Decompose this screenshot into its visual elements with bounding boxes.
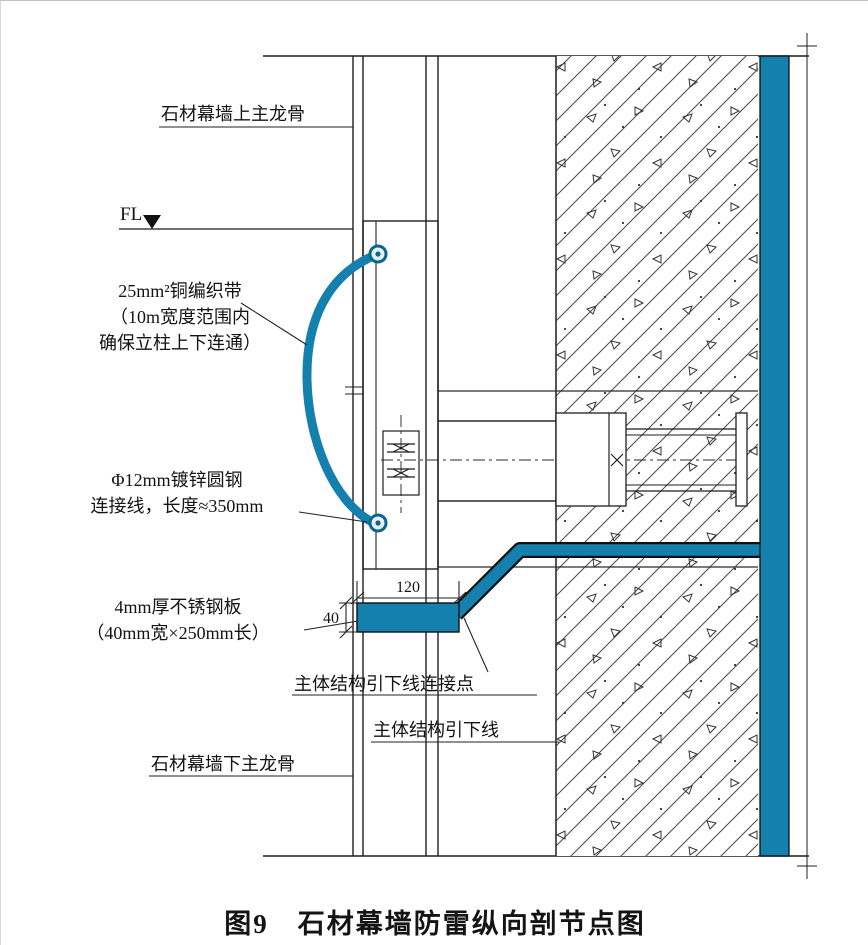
label-lower-main-keel: 石材幕墙下主龙骨	[151, 754, 295, 774]
bracket-arm	[381, 420, 746, 502]
braid-terminal-top	[368, 244, 388, 264]
stainless-steel-plate	[356, 602, 460, 633]
dimension-120-text: 120	[396, 579, 420, 596]
leader-lines	[149, 126, 559, 777]
label-galvanized-rod: Φ12mm镀锌圆钢 连接线，长度≈350mm	[51, 467, 303, 519]
label-copper-braid: 25mm²铜编织带 （10m宽度范围内 确保立柱上下连通）	[59, 278, 301, 356]
dimension-40-lines	[339, 596, 357, 639]
grid-line	[797, 33, 817, 879]
floor-slab-lines	[438, 390, 758, 568]
embed-anchor-assembly	[555, 412, 748, 507]
fl-level-line	[119, 215, 353, 230]
braid-terminal-bottom	[368, 513, 388, 533]
label-galvanized-rod-line2: 连接线，长度≈350mm	[90, 496, 264, 516]
connector-strip	[450, 542, 763, 620]
label-copper-braid-line2: （10m宽度范围内	[109, 307, 250, 327]
dimension-120-lines	[350, 581, 467, 605]
label-steel-plate-line2: （40mm宽×250mm长）	[86, 623, 270, 643]
figure-title: 图9 石材幕墙防雷纵向剖节点图	[224, 909, 646, 939]
dimension-40-text: 40	[323, 610, 339, 627]
fl-triangle-icon	[143, 215, 161, 229]
label-copper-braid-line3: 确保立柱上下连通）	[99, 333, 261, 353]
label-galvanized-rod-line1: Φ12mm镀锌圆钢	[111, 470, 243, 490]
label-connection-point: 主体结构引下线连接点	[294, 674, 474, 694]
label-upper-main-keel: 石材幕墙上主龙骨	[161, 104, 305, 124]
label-steel-plate: 4mm厚不锈钢板 （40mm宽×250mm长）	[49, 594, 307, 646]
mullion-lines	[345, 56, 439, 856]
down-conductor-bar	[759, 55, 790, 857]
label-steel-plate-line1: 4mm厚不锈钢板	[114, 597, 242, 617]
label-copper-braid-line1: 25mm²铜编织带	[118, 281, 242, 301]
bolt-assembly	[382, 415, 420, 513]
copper-braid-curve	[302, 244, 388, 533]
label-fl: FL	[120, 204, 143, 225]
label-down-conductor: 主体结构引下线	[373, 720, 499, 740]
